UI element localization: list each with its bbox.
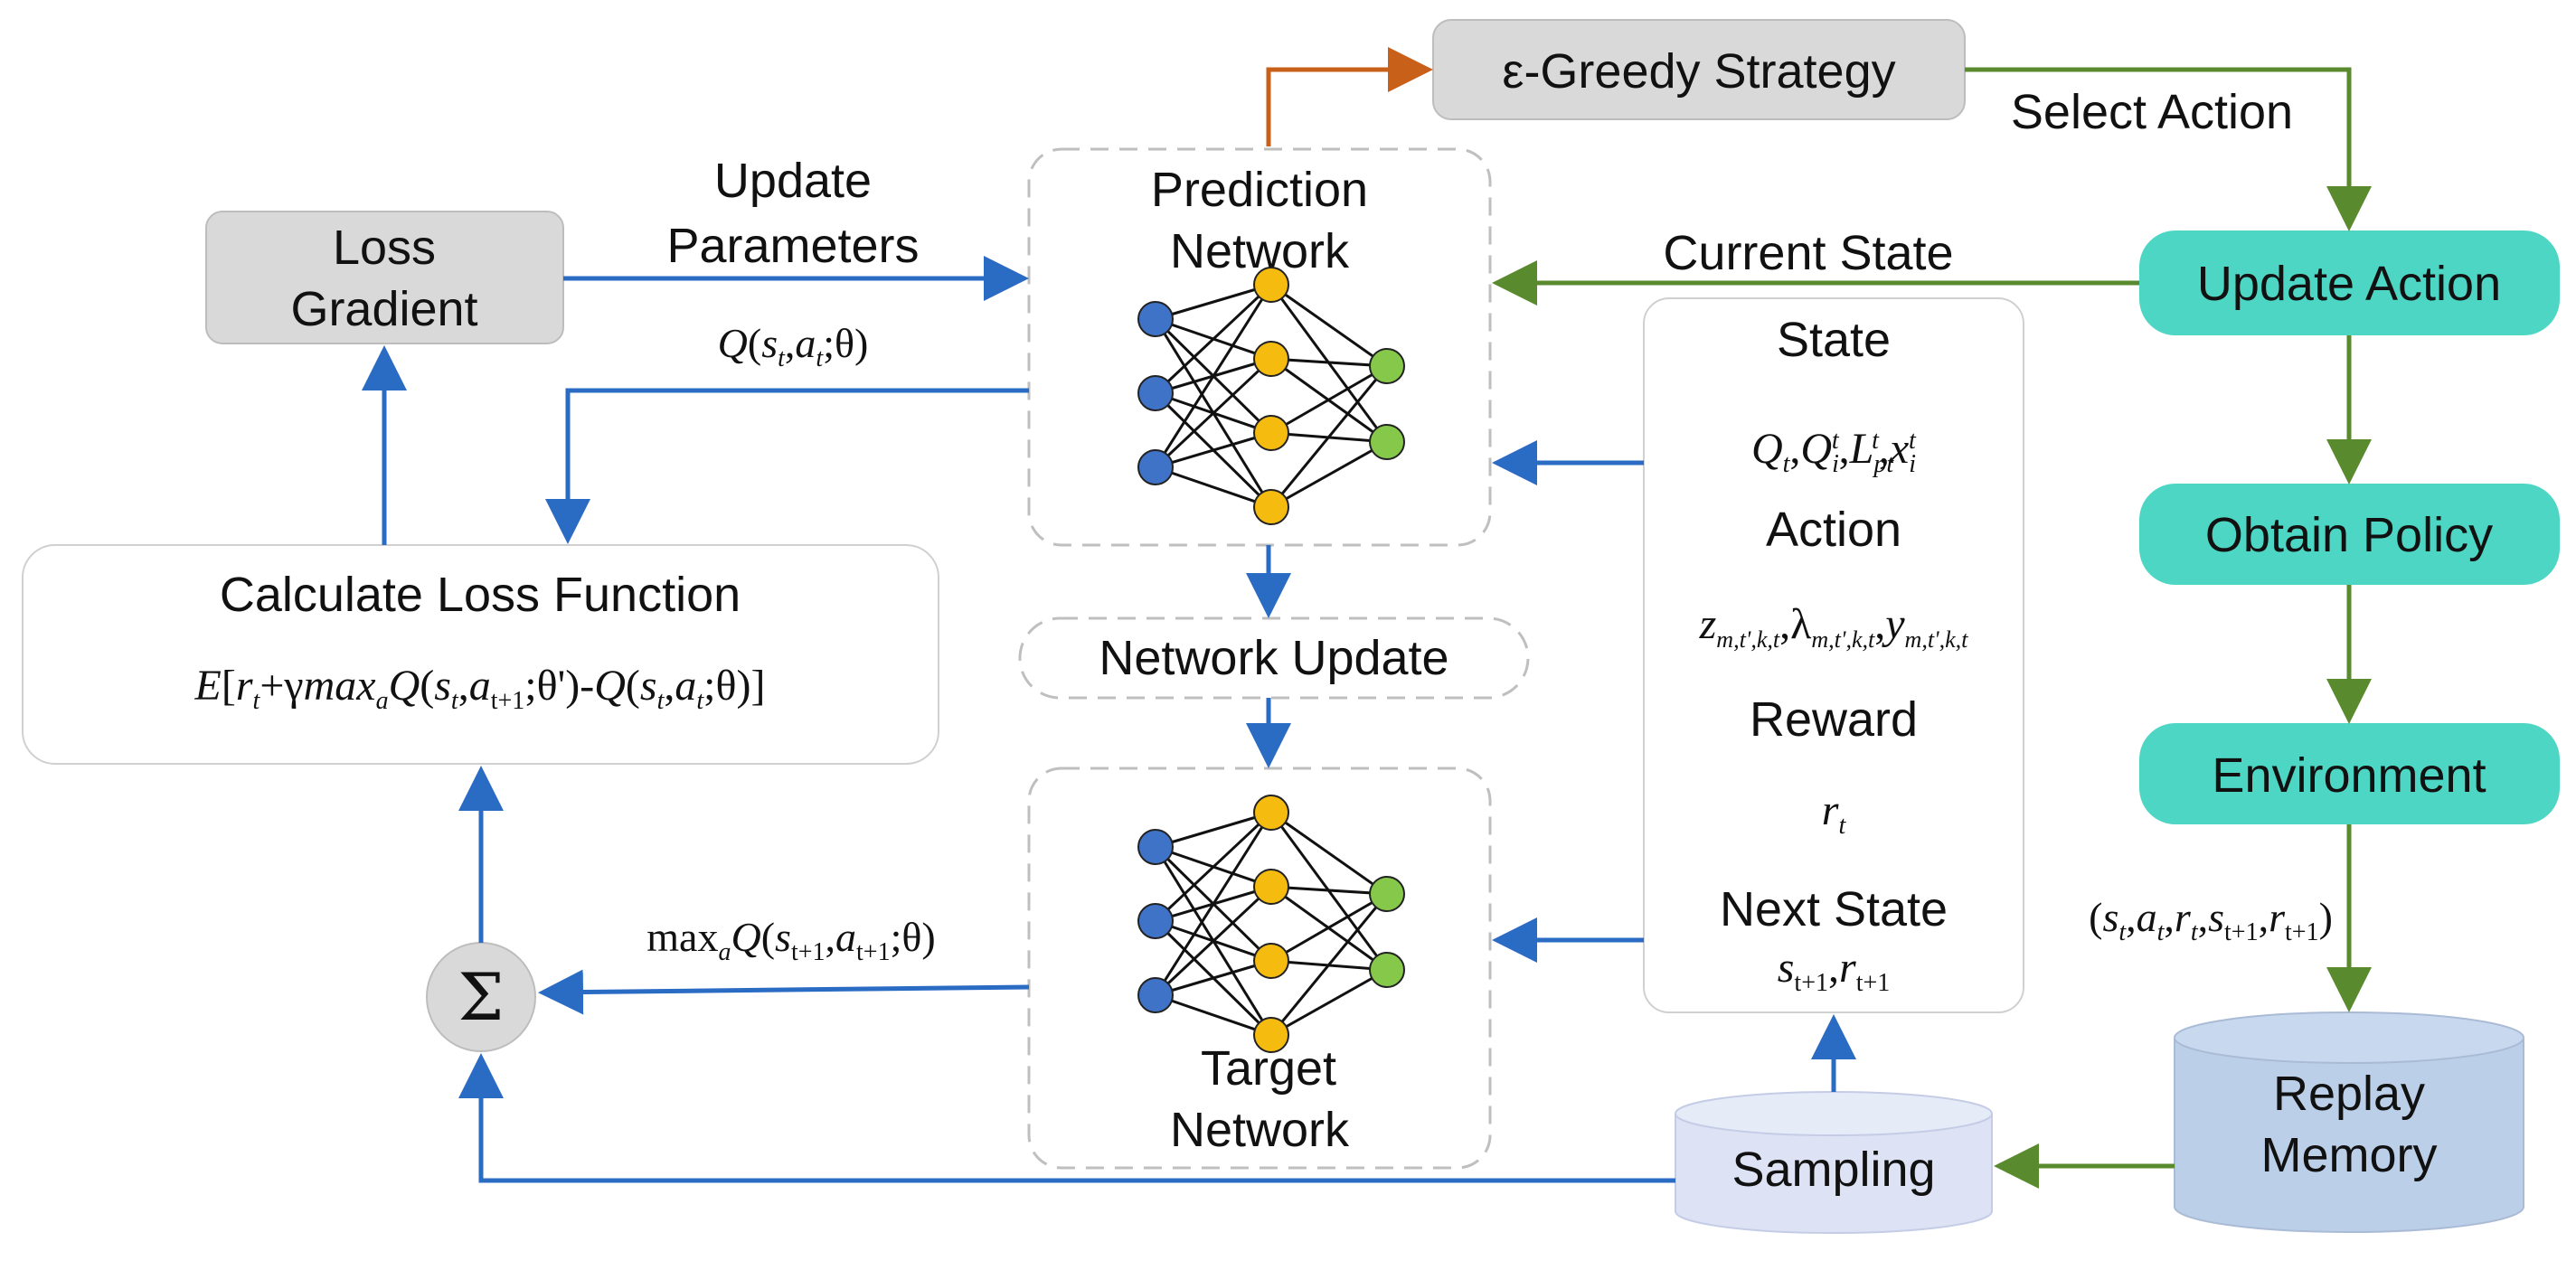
update-action-box: Update Action bbox=[2139, 230, 2560, 335]
nn-node bbox=[1369, 424, 1405, 460]
nn-node bbox=[1253, 943, 1289, 979]
state-formula: Qt,Qit,Lptt,xit bbox=[1751, 425, 1917, 478]
loss-formula: E[rt+γmaxaQ(st,at+1;θ')-Q(st,at;θ)] bbox=[194, 662, 766, 715]
replay-label-2: Memory bbox=[2260, 1128, 2437, 1182]
nn-edge bbox=[1270, 885, 1388, 896]
nn-edge bbox=[1154, 811, 1273, 923]
obtain-policy-box: Obtain Policy bbox=[2139, 484, 2560, 585]
action-label: Action bbox=[1766, 503, 1901, 557]
arrow-prediction-to-egreedy bbox=[1266, 47, 1433, 146]
nn-edge bbox=[1270, 364, 1388, 435]
action-formula: zm,t',k,t,λm,t',k,t,ym,t',k,t bbox=[1699, 600, 1969, 653]
nn-edge bbox=[1270, 440, 1388, 509]
nn-edge bbox=[1270, 968, 1388, 1037]
nn-edge bbox=[1155, 466, 1272, 509]
nn-node bbox=[1253, 489, 1289, 525]
update-params-label-2: Parameters bbox=[666, 219, 919, 273]
nn-edge bbox=[1154, 812, 1273, 996]
update-params-label-1: Update bbox=[714, 154, 872, 208]
environment-label: Environment bbox=[2212, 748, 2486, 803]
network-update-box: Network Update bbox=[1018, 616, 1530, 700]
nn-edge bbox=[1155, 993, 1272, 1037]
mdp-box: State Qt,Qit,Lptt,xit Action zm,t',k,t,λ… bbox=[1643, 297, 2024, 1013]
nn-node bbox=[1253, 869, 1289, 905]
reward-formula: rt bbox=[1822, 786, 1847, 840]
egreedy-label: ε-Greedy Strategy bbox=[1502, 44, 1895, 99]
nn-edge bbox=[1155, 811, 1272, 849]
reward-label: Reward bbox=[1750, 692, 1918, 747]
max-q-label: maxaQ(st+1,at+1;θ) bbox=[646, 914, 935, 966]
loss-gradient-label-2: Gradient bbox=[290, 282, 477, 336]
nn-edge bbox=[1154, 357, 1273, 469]
nn-node bbox=[1253, 341, 1289, 377]
sampling-db: Sampling bbox=[1675, 1091, 1993, 1234]
arrow-sampling-to-sum bbox=[458, 1053, 1675, 1183]
nn-node bbox=[1253, 267, 1289, 303]
nn-node bbox=[1253, 415, 1289, 451]
nn-edge bbox=[1269, 365, 1389, 508]
nn-node bbox=[1137, 449, 1174, 485]
sampling-label: Sampling bbox=[1731, 1143, 1935, 1197]
neural-network-icon bbox=[1137, 267, 1405, 525]
nn-node bbox=[1137, 977, 1174, 1013]
calc-loss-label: Calculate Loss Function bbox=[220, 568, 741, 622]
arrows bbox=[362, 47, 2372, 1189]
egreedy-box: ε-Greedy Strategy bbox=[1432, 19, 1966, 120]
next-state-label: Next State bbox=[1720, 882, 1948, 936]
nn-edge bbox=[1155, 959, 1272, 997]
nn-node bbox=[1369, 952, 1405, 988]
nn-node bbox=[1137, 903, 1174, 939]
nn-edge bbox=[1269, 893, 1389, 1036]
nn-edge bbox=[1270, 892, 1388, 963]
current-state-label: Current State bbox=[1663, 226, 1953, 280]
nn-node bbox=[1137, 375, 1174, 411]
nn-edge bbox=[1154, 284, 1273, 468]
nn-edge bbox=[1270, 283, 1388, 368]
calc-loss-box: Calculate Loss Function E[rt+γmaxaQ(st,a… bbox=[22, 544, 939, 765]
replay-memory-db: Replay Memory bbox=[2174, 1011, 2524, 1233]
sum-symbol: Σ bbox=[458, 959, 505, 1035]
q-theta-label: Q(st,at;θ) bbox=[718, 320, 869, 372]
select-action-label: Select Action bbox=[2011, 85, 2293, 139]
loss-gradient-label-1: Loss bbox=[333, 221, 436, 275]
arrow-target-to-sum bbox=[538, 969, 1030, 1015]
network-update-label: Network Update bbox=[1099, 631, 1448, 685]
arrow-prediction-q-to-loss bbox=[545, 388, 1029, 544]
nn-edge bbox=[1155, 283, 1272, 321]
nn-node bbox=[1137, 301, 1174, 337]
state-label: State bbox=[1777, 313, 1891, 367]
target-label-2: Network bbox=[1170, 1103, 1350, 1157]
update-action-label: Update Action bbox=[2197, 257, 2501, 311]
transition-tuple-label: (st,at,rt,st+1,rt+1) bbox=[2089, 894, 2333, 946]
nn-node bbox=[1137, 829, 1174, 865]
nn-edge bbox=[1154, 283, 1273, 395]
replay-label-1: Replay bbox=[2273, 1067, 2425, 1121]
nn-node bbox=[1253, 1017, 1289, 1053]
next-state-formula: st+1,rt+1 bbox=[1778, 944, 1891, 997]
nn-node bbox=[1369, 348, 1405, 384]
nn-edge bbox=[1155, 431, 1272, 469]
obtain-policy-label: Obtain Policy bbox=[2205, 508, 2493, 562]
nn-node bbox=[1253, 795, 1289, 831]
sum-node: Σ bbox=[426, 942, 536, 1052]
prediction-label-2: Network bbox=[1170, 224, 1350, 278]
nn-edge bbox=[1270, 357, 1388, 368]
loss-gradient-box: Loss Gradient bbox=[205, 211, 564, 344]
nn-edge bbox=[1270, 811, 1388, 896]
environment-box: Environment bbox=[2139, 723, 2560, 824]
nn-edge bbox=[1154, 885, 1273, 997]
nn-node bbox=[1369, 876, 1405, 912]
arrow-egreedy-to-update-action bbox=[1965, 67, 2372, 231]
neural-network-icon bbox=[1137, 795, 1405, 1053]
database-cylinder-icon bbox=[2174, 1038, 2524, 1233]
prediction-label-1: Prediction bbox=[1151, 163, 1368, 217]
